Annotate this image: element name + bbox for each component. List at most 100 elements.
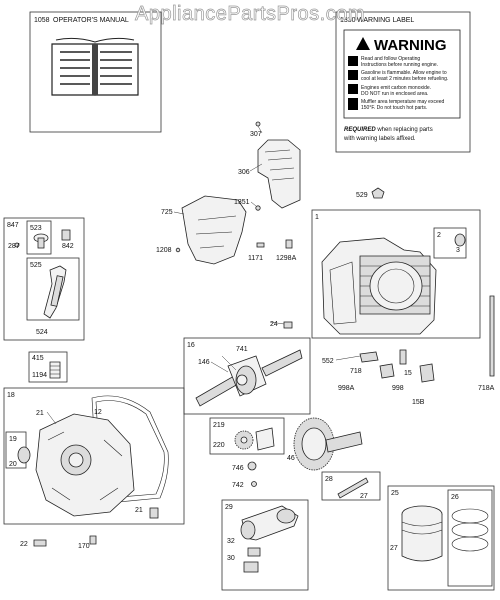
part-label: 1351: [234, 199, 250, 206]
cam-gear-box-219[interactable]: 219: [209, 417, 285, 455]
connecting-rod-box-29[interactable]: 29: [221, 499, 309, 591]
warning-line: 150°F. Do not touch hot parts.: [361, 105, 427, 111]
box-number: 26: [451, 494, 459, 501]
part-label: 746: [232, 465, 244, 472]
manual-icon: [348, 56, 358, 66]
part-label: 46: [287, 455, 295, 462]
box-number: 28: [325, 476, 333, 483]
part-label: 718: [350, 368, 362, 375]
piston-box-25[interactable]: 25 26: [387, 485, 495, 591]
clip-1171[interactable]: [256, 242, 265, 248]
part-label: 21: [36, 410, 44, 417]
subbox-525[interactable]: [26, 257, 80, 321]
warning-box-label: WARNING LABEL: [357, 17, 414, 24]
part-label: 741: [236, 346, 248, 353]
box-number: 847: [7, 222, 19, 229]
part-label: 529: [356, 192, 368, 199]
dipstick-box-847[interactable]: 847 523 525: [3, 217, 85, 341]
bolt-22[interactable]: [33, 539, 47, 547]
subbox-26[interactable]: [447, 489, 493, 587]
part-label: 146: [198, 359, 210, 366]
box-number: 523: [30, 225, 42, 232]
camshaft-46[interactable]: [293, 417, 363, 471]
box-number: 25: [391, 490, 399, 497]
watermark: AppliancePartsPros.com: [135, 3, 365, 25]
part-label: 20: [9, 461, 17, 468]
part-label: 1194: [32, 372, 47, 379]
part-label: 220: [213, 442, 225, 449]
subbox-523[interactable]: [26, 220, 52, 255]
stud-718A[interactable]: [489, 295, 495, 377]
part-label: 170: [78, 543, 90, 550]
part-labels: 307 306 725 1351 1208 1171 1298A 529 287…: [8, 131, 495, 562]
book-icon: [51, 37, 139, 96]
bolt-21[interactable]: [149, 507, 159, 519]
part-label: 24: [270, 321, 278, 328]
part-label: 22: [20, 541, 28, 548]
leader-lines: [46, 125, 361, 425]
cylinder-shield-725[interactable]: [181, 195, 247, 265]
box-number: 415: [32, 355, 44, 362]
guide-15[interactable]: [399, 349, 407, 365]
part-label: 12: [94, 409, 102, 416]
bolt-552[interactable]: [359, 351, 379, 363]
warning-line: DO NOT run in enclosed area.: [361, 91, 428, 97]
warning-line: Engines emit carbon monoxide.: [361, 85, 431, 91]
part-label: 742: [232, 482, 244, 489]
warning-triangle-icon: [356, 37, 370, 50]
box-number: 29: [225, 504, 233, 511]
oring-287[interactable]: [14, 242, 20, 248]
part-label: 842: [62, 243, 74, 250]
part-label: 15: [404, 370, 412, 377]
box-number: 16: [187, 342, 195, 349]
box-number: 219: [213, 422, 225, 429]
warning-line: Muffler area temperature may exceed: [361, 99, 445, 105]
part-label: 725: [161, 209, 173, 216]
required-note-line2: with warning labels affixed.: [343, 136, 416, 142]
oring-842[interactable]: [61, 229, 71, 241]
part-label: 27: [390, 545, 398, 552]
screw-307[interactable]: [255, 121, 261, 127]
box-number: 1: [315, 214, 319, 221]
box-number: 19: [9, 436, 17, 443]
part-label: 30: [227, 555, 235, 562]
part-label: 287: [8, 243, 20, 250]
gear-746[interactable]: [247, 461, 257, 471]
part-label: 3: [456, 247, 460, 254]
part-label: 524: [36, 329, 48, 336]
required-note: REQUIRED when replacing parts: [344, 127, 433, 133]
box-number: 525: [30, 262, 42, 269]
blower-housing-306[interactable]: [257, 139, 301, 209]
crankcase-cover-box-18[interactable]: 18 19: [3, 387, 185, 525]
part-label: 307: [250, 131, 262, 138]
part-label: 306: [238, 169, 250, 176]
warning-label-box[interactable]: 1330 WARNING LABEL WARNING Read and foll…: [335, 11, 471, 153]
pin-170[interactable]: [89, 535, 97, 545]
part-label: 27: [360, 493, 368, 500]
part-label: 15B: [412, 399, 425, 406]
fire-icon: [348, 70, 358, 80]
warning-heading: WARNING: [374, 37, 447, 54]
box-number: 2: [437, 232, 441, 239]
plug-529[interactable]: [371, 187, 385, 199]
part-label: 718A: [478, 385, 495, 392]
part-label: 32: [227, 538, 235, 545]
screw-998A[interactable]: [379, 363, 395, 379]
warning-line: Gasoline is flammable. Allow engine to: [361, 70, 447, 76]
nut-1298A[interactable]: [285, 239, 293, 249]
operators-manual-box[interactable]: 1058 OPERATOR'S MANUAL: [29, 11, 162, 133]
screw-1351[interactable]: [255, 205, 261, 211]
cylinder-block-box-1[interactable]: 1 2: [311, 209, 481, 339]
spring-742[interactable]: [251, 481, 257, 487]
warning-line: Read and follow Operating: [361, 56, 420, 62]
dowel-24[interactable]: [283, 321, 293, 329]
part-label: 998: [392, 385, 404, 392]
warning-line: cool at least 2 minutes before refueling…: [361, 76, 448, 82]
crankshaft-box-16[interactable]: 16: [183, 337, 311, 415]
subbox-2[interactable]: [433, 227, 467, 259]
screw-998[interactable]: [419, 363, 435, 383]
screw-1208[interactable]: [175, 247, 181, 253]
breather-box-415[interactable]: 415: [28, 351, 68, 383]
push-rod-box-28[interactable]: 28: [321, 471, 381, 501]
